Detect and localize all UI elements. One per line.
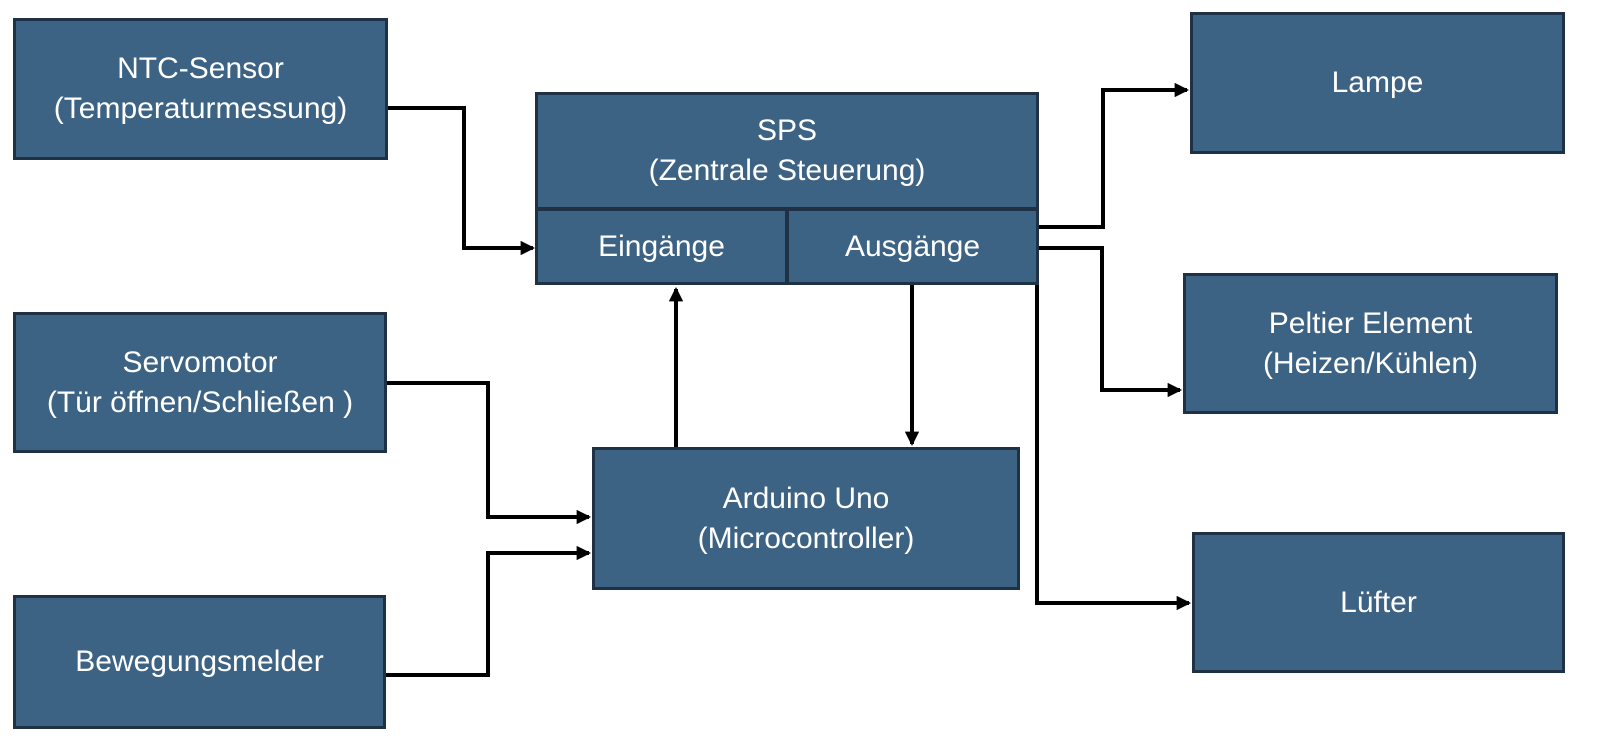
node-label: Peltier Element (Heizen/Kühlen) — [1262, 306, 1479, 380]
connector-sps-ausgaenge-to-luefter — [1035, 283, 1192, 611]
node-label: Eingänge — [598, 229, 725, 263]
node-ntc-sensor: NTC-Sensor (Temperaturmessung) — [13, 18, 388, 160]
node-bewegungsmelder: Bewegungsmelder — [13, 595, 386, 729]
sps-horizontal-divider — [538, 207, 1036, 211]
connector-ntc-sensor-to-sps-eingaenge — [388, 106, 536, 256]
node-label: NTC-Sensor (Temperaturmessung) — [53, 52, 348, 125]
node-lampe: Lampe — [1190, 12, 1565, 154]
node-label: Servomotor (Tür öffnen/Schließen ) — [46, 345, 354, 419]
node-luefter: Lüfter — [1192, 532, 1565, 673]
sps-vertical-divider — [785, 211, 789, 282]
connector-sps-ausgaenge-to-lampe — [1036, 82, 1190, 229]
node-sps-ausgaenge: Ausgänge — [789, 211, 1036, 282]
node-label: Lüfter — [1340, 585, 1417, 619]
connector-sps-ausgaenge-to-peltier — [1036, 246, 1183, 398]
node-arduino-uno: Arduino Uno (Microcontroller) — [592, 447, 1020, 590]
node-label: Ausgänge — [844, 229, 981, 263]
node-label: Bewegungsmelder — [75, 645, 324, 678]
sps-io-row: Eingänge Ausgänge — [538, 211, 1036, 282]
node-peltier-element: Peltier Element (Heizen/Kühlen) — [1183, 273, 1558, 414]
node-label: SPS (Zentrale Steuerung) — [648, 114, 926, 187]
connector-servomotor-to-arduino — [387, 381, 592, 525]
node-sps: SPS (Zentrale Steuerung) Eingänge Ausgän… — [535, 92, 1039, 285]
sps-title: SPS (Zentrale Steuerung) — [538, 95, 1036, 207]
connector-bewegungsmelder-to-arduino — [386, 545, 592, 677]
node-label: Arduino Uno (Microcontroller) — [697, 481, 915, 555]
node-sps-eingaenge: Eingänge — [538, 211, 785, 282]
node-servomotor: Servomotor (Tür öffnen/Schließen ) — [13, 312, 387, 453]
node-label: Lampe — [1331, 66, 1424, 99]
